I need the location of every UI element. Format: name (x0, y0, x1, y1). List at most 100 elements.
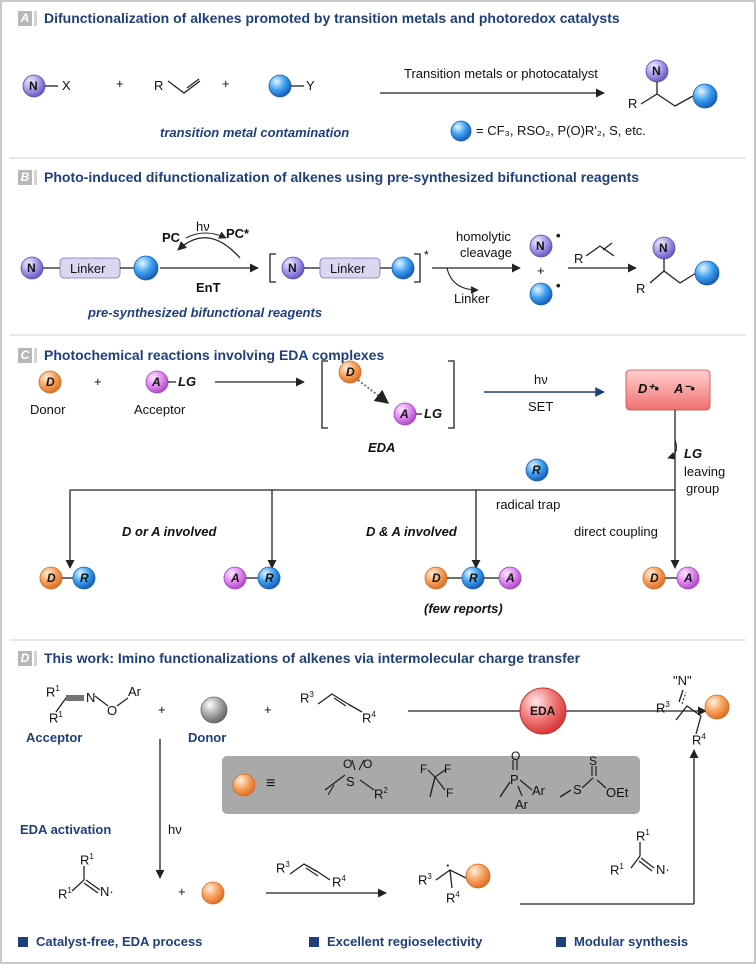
legend-sphere (450, 120, 472, 142)
activation-label: EDA activation (20, 822, 112, 837)
plus-sign: + (94, 374, 102, 389)
plus-sign: + (264, 702, 272, 717)
pc-excitation-arrow (185, 231, 227, 239)
r1-label: R1 (58, 886, 72, 902)
radical-dot: • (556, 278, 561, 293)
oet-label: OEt (606, 785, 629, 800)
panel-title: Photochemical reactions involving EDA co… (44, 347, 385, 363)
feature-catalyst-free: Catalyst-free, EDA process (36, 934, 203, 949)
badge-bar (34, 348, 37, 363)
ent-arc (177, 237, 241, 259)
plus-sign: + (116, 76, 124, 91)
x-label: X (62, 78, 71, 93)
ar-label: Ar (515, 797, 528, 812)
o-atom: O (511, 749, 521, 763)
acceptor-radical-anion: A⁻• (674, 381, 695, 396)
ar-label: Ar (128, 684, 141, 699)
equivalent-sign: ≡ (266, 775, 276, 792)
product-n-label: N (659, 241, 668, 255)
oxime-skeleton (55, 697, 84, 713)
r2-label: R2 (374, 786, 388, 802)
r4-label: R4 (692, 732, 706, 748)
r3-label: R3 (656, 700, 670, 716)
donor-label: Donor (188, 730, 227, 745)
blue-radical (529, 282, 553, 306)
n-atom: N· (100, 884, 114, 899)
n-radical-label: N (536, 239, 545, 253)
set-label: SET (528, 399, 554, 414)
eda-label: EDA (530, 704, 556, 718)
feature-bullet (309, 937, 319, 947)
lg-label: LG (178, 374, 197, 389)
n-label: N (29, 79, 38, 93)
r3-label: R3 (300, 690, 314, 706)
d-or-a-label: D or A involved (122, 524, 217, 539)
panel-c-graphics (38, 360, 711, 590)
bracket-left (321, 360, 328, 429)
plus-sign: + (222, 76, 230, 91)
radical-sphere (268, 74, 292, 98)
r1-label: R1 (610, 862, 624, 878)
hv-label: hν (196, 219, 210, 234)
wavy-bond (327, 784, 335, 796)
linker-label: Linker (330, 261, 366, 276)
pc-star-label: PC* (226, 226, 250, 241)
alkene-bond (167, 80, 201, 94)
p-atom: P (510, 772, 519, 787)
lg-label: LG (424, 406, 443, 421)
panel-badge: C (18, 348, 32, 363)
radical-trap-label: radical trap (496, 497, 561, 512)
a-label: A (152, 375, 161, 389)
panel-badge: B (18, 170, 32, 185)
feature-bullet (18, 937, 28, 947)
radical-trap-sphere (525, 458, 549, 482)
r-label: R (469, 571, 478, 585)
panel-b-graphics (20, 231, 720, 306)
n-radical (529, 234, 553, 258)
product-radical-sphere (692, 83, 718, 109)
bifunctional-note: pre-synthesized bifunctional reagents (88, 305, 323, 320)
d-label: D (46, 375, 55, 389)
linker-label: Linker (70, 261, 106, 276)
n-label: N (288, 261, 297, 275)
product-chain (640, 93, 694, 107)
panel-d-graphics (18, 687, 730, 947)
plus-sign: + (158, 702, 166, 717)
panel-badge: D (18, 651, 32, 666)
r4-label: R4 (332, 874, 346, 890)
r1-label: R1 (80, 852, 94, 868)
f-atom: F (420, 762, 428, 776)
few-reports-label: (few reports) (424, 601, 503, 616)
r-label: R (265, 571, 274, 585)
eda-label: EDA (368, 440, 396, 455)
r4-label: R4 (362, 710, 376, 726)
o-atom: O (343, 757, 353, 771)
d-label: D (432, 571, 441, 585)
radical-sphere (133, 255, 159, 281)
product-orange-sphere (704, 694, 730, 720)
homolytic-label: homolytic (456, 229, 511, 244)
r1-label: R1 (636, 828, 650, 844)
n-atom: N (86, 690, 96, 705)
arrow-label: Transition metals or photocatalyst (404, 66, 598, 81)
s-atom: S (346, 774, 355, 789)
badge-bar (34, 11, 37, 26)
f-atom: F (446, 786, 454, 800)
plus-sign: + (178, 884, 186, 899)
s-atom: S (589, 754, 598, 768)
ent-label: EnT (196, 280, 221, 295)
r-label: R (532, 463, 541, 477)
r1-label: R1 (46, 684, 60, 700)
excited-star: * (424, 248, 429, 262)
r-label: R (574, 251, 584, 266)
n-label: N (27, 261, 36, 275)
hv-label: hν (168, 822, 182, 837)
feature-bullet (556, 937, 566, 947)
a-label: A (506, 571, 515, 585)
radical-dot: • (556, 228, 561, 243)
direct-coupling-label: direct coupling (574, 524, 658, 539)
panel-a-graphics (22, 59, 718, 142)
pc-label: PC (162, 230, 181, 245)
